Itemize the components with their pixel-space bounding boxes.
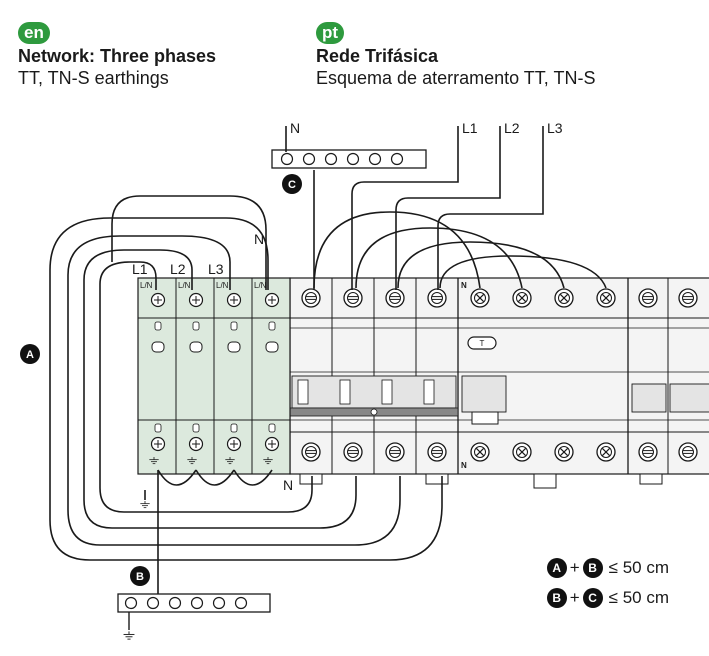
svg-text:A: A [26, 349, 34, 361]
svg-text:B: B [136, 571, 144, 583]
legend-row-1: A + B ≤ 50 cm [546, 558, 669, 578]
label-l1: L1 [462, 120, 478, 136]
header-en: en Network: Three phases TT, TN-S earthi… [18, 22, 216, 89]
legend-1-plus: + [569, 558, 580, 577]
marker-c: C [282, 174, 302, 194]
legend-2-first: B [546, 588, 567, 608]
busbar-c [271, 126, 427, 169]
breaker-n-bottom: N [461, 461, 467, 470]
label-n-top: N [290, 120, 300, 136]
terminal-ln-4: L/N [254, 281, 267, 290]
label-spd-l3: L3 [208, 261, 224, 277]
legend-2-second: C [582, 588, 603, 608]
lang-badge-pt: pt [316, 22, 345, 44]
svg-text:C: C [288, 179, 296, 191]
terminal-ln-2: L/N [178, 281, 191, 290]
t-button-label: T [480, 339, 485, 348]
breaker-n-top: N [461, 281, 467, 290]
lang-badge-en: en [18, 22, 50, 44]
label-n-loop: N [254, 231, 264, 247]
wires [49, 126, 607, 596]
surge-protector: L/N L/N L/N L/N [137, 277, 291, 475]
legend-1-second: B [582, 558, 603, 578]
terminal-ln-1: L/N [140, 281, 153, 290]
title-en: Network: Three phases [18, 46, 217, 66]
busbar-b [117, 593, 271, 613]
header-pt: pt Rede Trifásica Esquema de aterramento… [316, 22, 595, 89]
legend-1-first: A [546, 558, 567, 578]
subtitle-pt: Esquema de aterramento TT, TN-S [316, 68, 596, 88]
legend-2-relation: ≤ 50 cm [608, 588, 669, 607]
title-pt: Rede Trifásica [316, 46, 439, 66]
label-l3: L3 [547, 120, 563, 136]
legend-row-2: B + C ≤ 50 cm [546, 588, 669, 608]
marker-b: B [130, 566, 150, 586]
legend-1-relation: ≤ 50 cm [608, 558, 669, 577]
legend-2-plus: + [569, 588, 580, 607]
label-spd-l1: L1 [132, 261, 148, 277]
marker-a: A [20, 344, 40, 364]
breaker-row: T N N [289, 277, 709, 489]
label-n-bottom: N [283, 477, 293, 493]
label-spd-l2: L2 [170, 261, 186, 277]
label-l2: L2 [504, 120, 520, 136]
subtitle-en: TT, TN-S earthings [18, 68, 169, 88]
terminal-ln-3: L/N [216, 281, 229, 290]
